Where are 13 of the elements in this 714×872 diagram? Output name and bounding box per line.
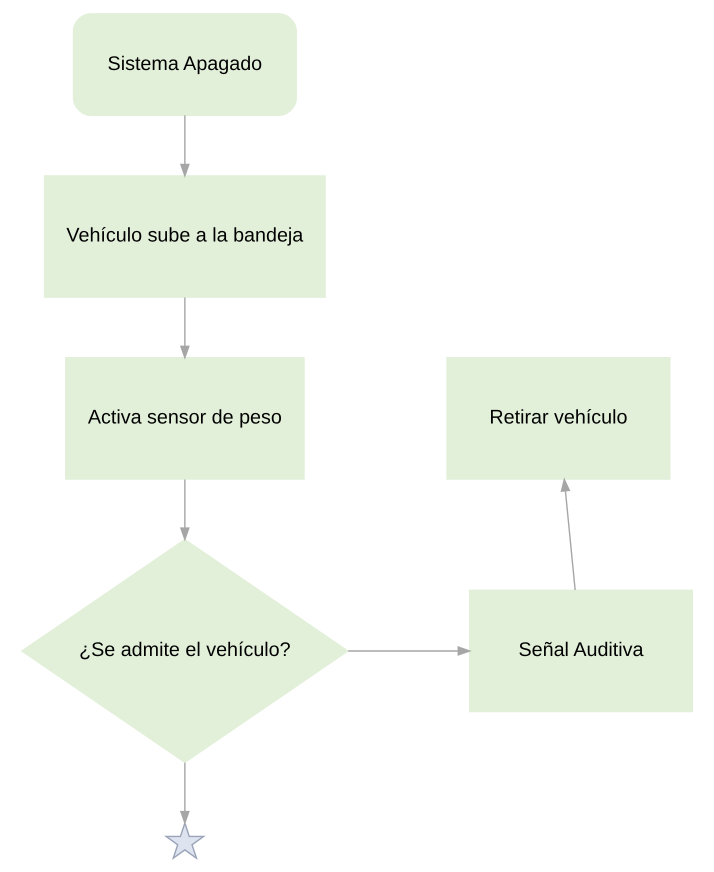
- arrow: [560, 477, 576, 590]
- node-box: Vehículo sube a la bandeja: [44, 175, 326, 298]
- arrow: [180, 115, 190, 178]
- arrow: [180, 480, 190, 542]
- arrow: [180, 762, 190, 826]
- node-box: Sistema Apagado: [72, 13, 297, 116]
- node-box: Señal Auditiva: [468, 590, 694, 712]
- arrow: [348, 646, 472, 656]
- arrow: [180, 298, 190, 360]
- node-box: Retirar vehículo: [446, 357, 670, 480]
- node-diamond: ¿Se admite el vehículo?: [20, 538, 350, 764]
- node-box: Activa sensor de peso: [65, 357, 305, 480]
- node-star: [164, 820, 206, 860]
